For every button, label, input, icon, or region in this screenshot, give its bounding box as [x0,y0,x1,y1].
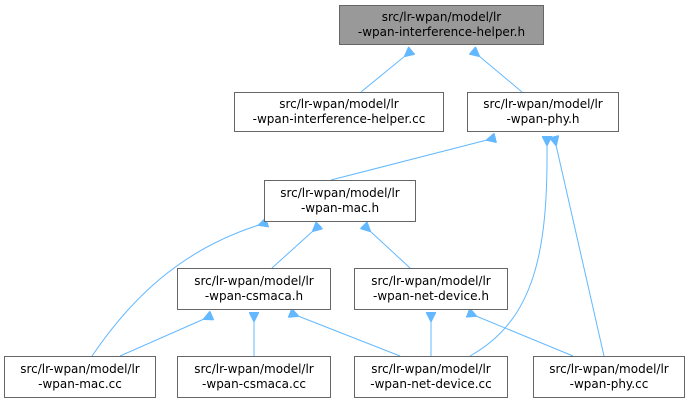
edge-mac-h-to-phy-h [330,140,487,181]
edge-net-device-cc-to-csmaca-h [298,316,401,357]
node-label-line1: src/lr-wpan/model/lr [549,362,669,376]
node-label-line2: -wpan-interference-helper.h [357,25,526,39]
node-label-line1: src/lr-wpan/model/lr [194,274,314,288]
node-label-line1: src/lr-wpan/model/lr [280,186,400,200]
edge-mac-cc-to-csmaca-h [119,319,204,357]
node-mac-cc[interactable]: src/lr-wpan/model/lr -wpan-mac.cc [4,356,156,398]
node-label-line2: -wpan-phy.h [506,112,580,126]
edge-phy-cc-to-net-device-h [476,316,574,357]
node-label-line1: src/lr-wpan/model/lr [279,97,399,111]
node-label-line2: -wpan-net-device.cc [370,377,492,391]
edge-csmaca-h-to-mac-h [271,231,313,269]
edge-interference-helper-cc-to-interference-helper-h [360,56,405,93]
edge-net-device-cc-to-phy-h [469,145,547,357]
node-label-line1: src/lr-wpan/model/lr [381,10,502,24]
edge-net-device-h-to-mac-h [370,231,411,269]
node-interference-helper-h: src/lr-wpan/model/lr -wpan-interference-… [339,5,544,45]
node-label-line1: src/lr-wpan/model/lr [20,362,140,376]
node-label-line2: -wpan-phy.cc [569,377,649,391]
node-csmaca-h[interactable]: src/lr-wpan/model/lr -wpan-csmaca.h [177,268,331,310]
node-net-device-cc[interactable]: src/lr-wpan/model/lr -wpan-net-device.cc [354,356,508,398]
node-phy-h[interactable]: src/lr-wpan/model/lr -wpan-phy.h [467,92,619,132]
edge-phy-h-to-interference-helper-h [479,56,523,93]
node-mac-h[interactable]: src/lr-wpan/model/lr -wpan-mac.h [264,180,416,222]
node-csmaca-cc[interactable]: src/lr-wpan/model/lr -wpan-csmaca.cc [177,356,331,398]
node-interference-helper-cc[interactable]: src/lr-wpan/model/lr -wpan-interference-… [234,92,444,132]
edge-phy-cc-to-phy-h [556,145,605,357]
node-net-device-h[interactable]: src/lr-wpan/model/lr -wpan-net-device.h [354,268,508,310]
node-phy-cc[interactable]: src/lr-wpan/model/lr -wpan-phy.cc [533,356,685,398]
node-label-line2: -wpan-interference-helper.cc [252,112,426,126]
node-label-line1: src/lr-wpan/model/lr [483,97,603,111]
node-label-line2: -wpan-mac.h [300,201,380,215]
node-label-line2: -wpan-mac.cc [38,377,122,391]
edge-mac-cc-to-mac-h [91,225,259,357]
node-label-line1: src/lr-wpan/model/lr [194,362,314,376]
node-label-line2: -wpan-csmaca.cc [202,377,306,391]
node-label-line2: -wpan-csmaca.h [204,289,304,303]
node-label-line1: src/lr-wpan/model/lr [371,362,491,376]
node-label-line1: src/lr-wpan/model/lr [371,274,491,288]
node-label-line2: -wpan-net-device.h [373,289,489,303]
